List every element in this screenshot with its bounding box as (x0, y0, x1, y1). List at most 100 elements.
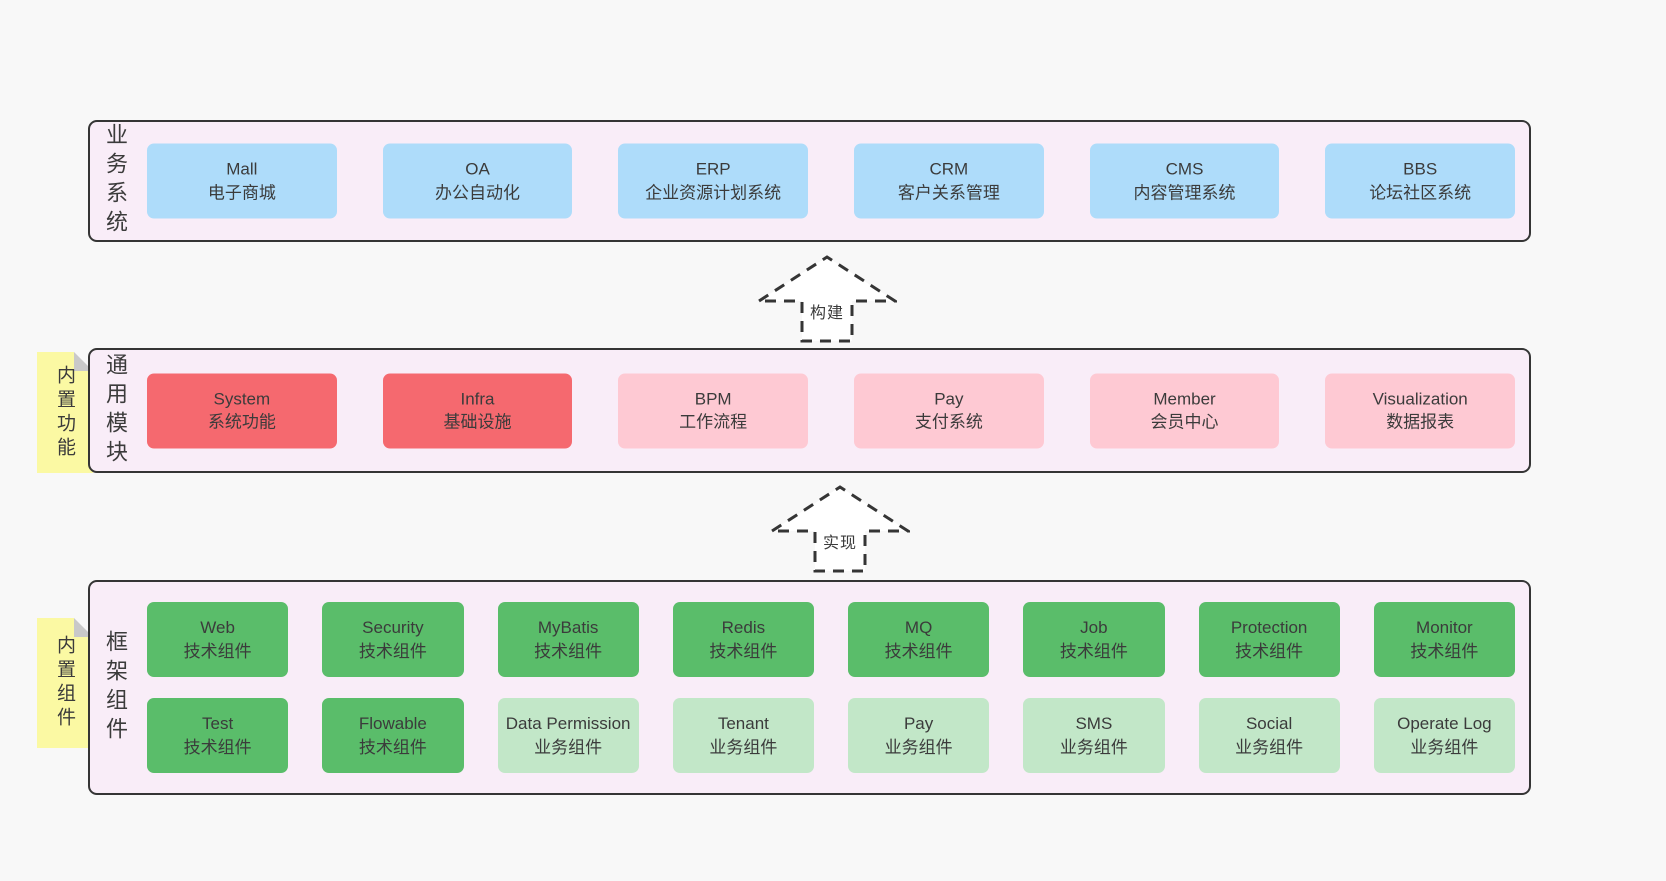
box-title: CRM (929, 159, 969, 179)
box-title: Member (1153, 389, 1216, 409)
arrow-build-label: 构建 (806, 298, 848, 324)
box-title: Infra (460, 389, 495, 409)
box-title: Pay (903, 714, 934, 734)
layer-business-systems: 业务系统 Mall 电子商城 OA 办公自动化 ERP 企业资源计划系统 CRM 客户关系管理… (88, 120, 1531, 242)
box-subtitle: 技术组件 (1059, 641, 1128, 661)
box-subtitle: 工作流程 (679, 412, 748, 432)
box-subtitle: 业务组件 (534, 737, 603, 757)
diagram-box-operate-log: Operate Log 业务组件 (1373, 698, 1515, 773)
box-subtitle: 业务组件 (1410, 737, 1479, 757)
layer-common-modules: 通用模块 System 系统功能 Infra 基础设施 BPM 工作流程 Pay 支付系统 Me… (88, 348, 1531, 473)
layer-label-common-modules: 通用模块 (103, 352, 128, 469)
box-subtitle: 论坛社区系统 (1369, 183, 1472, 202)
modules-box-row: System 系统功能 Infra 基础设施 BPM 工作流程 Pay 支付系统 Member 会… (147, 373, 1516, 448)
sticky-note-label: 内置组件 (54, 635, 75, 731)
diagram-box-pay: Pay 支付系统 (854, 373, 1044, 448)
diagram-box-bbs: BBS 论坛社区系统 (1325, 143, 1516, 219)
box-title: Data Permission (505, 714, 631, 734)
sticky-note-builtin-components: 内置组件 (37, 618, 93, 748)
diagram-box-member: Member 会员中心 (1089, 373, 1280, 448)
layer-label-business-systems: 业务系统 (103, 123, 128, 239)
box-subtitle: 业务组件 (884, 737, 953, 757)
box-title: Test (202, 714, 234, 734)
sticky-note-label: 内置功能 (54, 364, 75, 461)
diagram-box-mq: MQ 技术组件 (848, 602, 990, 677)
box-subtitle: 业务组件 (1059, 737, 1128, 757)
diagram-box-job: Job 技术组件 (1023, 602, 1165, 677)
diagram-box-mall: Mall 电子商城 (147, 143, 337, 219)
diagram-box-data-permission: Data Permission 业务组件 (497, 698, 639, 773)
diagram-box-bpm: BPM 工作流程 (618, 373, 809, 448)
box-title: Job (1080, 618, 1108, 638)
box-subtitle: 业务组件 (1235, 737, 1304, 757)
box-title: MyBatis (537, 618, 599, 638)
box-title: Redis (721, 618, 766, 638)
box-title: CMS (1165, 159, 1204, 179)
arrow-build: 构建 (757, 255, 897, 343)
diagram-box-test: Test 技术组件 (147, 698, 289, 773)
diagram-box-web: Web 技术组件 (147, 602, 289, 677)
diagram-box-erp: ERP 企业资源计划系统 (618, 143, 809, 219)
box-subtitle: 会员中心 (1150, 412, 1219, 432)
box-title: Mall (226, 159, 258, 179)
box-title: ERP (695, 159, 731, 179)
box-title: SMS (1075, 714, 1113, 734)
diagram-box-system: System 系统功能 (147, 373, 337, 448)
box-subtitle: 技术组件 (884, 641, 953, 661)
diagram-box-pay: Pay 业务组件 (848, 698, 990, 773)
box-title: Visualization (1372, 389, 1468, 409)
box-subtitle: 支付系统 (914, 412, 983, 432)
business-box-row: Mall 电子商城 OA 办公自动化 ERP 企业资源计划系统 CRM 客户关系管理 CMS 内容… (147, 143, 1516, 219)
box-subtitle: 技术组件 (183, 641, 252, 661)
layer-label-framework-components: 框架组件 (103, 629, 128, 746)
box-subtitle: 内容管理系统 (1133, 183, 1236, 202)
box-title: System (213, 389, 271, 409)
box-subtitle: 技术组件 (709, 641, 778, 661)
box-title: Social (1245, 714, 1293, 734)
box-title: Pay (934, 389, 964, 409)
box-subtitle: 技术组件 (1410, 641, 1479, 661)
box-subtitle: 技术组件 (358, 641, 427, 661)
box-subtitle: 办公自动化 (435, 183, 520, 202)
box-subtitle: 客户关系管理 (897, 183, 1000, 202)
diagram-box-social: Social 业务组件 (1198, 698, 1340, 773)
arrow-implement-label: 实现 (819, 528, 861, 554)
box-title: Operate Log (1397, 714, 1492, 734)
box-title: MQ (904, 618, 933, 638)
diagram-box-monitor: Monitor 技术组件 (1373, 602, 1515, 677)
arrow-implement: 实现 (770, 485, 910, 573)
box-title: Tenant (717, 714, 769, 734)
diagram-box-oa: OA 办公自动化 (382, 143, 573, 219)
box-title: Web (200, 618, 235, 638)
diagram-box-security: Security 技术组件 (322, 602, 464, 677)
box-title: OA (465, 159, 490, 179)
box-title: Monitor (1416, 618, 1473, 638)
diagram-box-cms: CMS 内容管理系统 (1089, 143, 1280, 219)
diagram-box-protection: Protection 技术组件 (1198, 602, 1340, 677)
sticky-note-builtin-features: 内置功能 (37, 352, 93, 473)
diagram-box-visualization: Visualization 数据报表 (1325, 373, 1516, 448)
box-title: BBS (1403, 159, 1438, 179)
box-subtitle: 基础设施 (443, 412, 512, 432)
box-subtitle: 业务组件 (709, 737, 778, 757)
box-subtitle: 技术组件 (1235, 641, 1304, 661)
box-title: BPM (694, 389, 732, 409)
box-subtitle: 数据报表 (1386, 412, 1455, 432)
box-title: Flowable (358, 714, 427, 734)
box-subtitle: 电子商城 (207, 183, 276, 202)
box-title: Security (362, 618, 424, 638)
box-subtitle: 系统功能 (207, 412, 276, 432)
diagram-box-redis: Redis 技术组件 (672, 602, 814, 677)
box-title: Protection (1230, 618, 1308, 638)
diagram-box-sms: SMS 业务组件 (1023, 698, 1165, 773)
box-subtitle: 技术组件 (183, 737, 252, 757)
box-subtitle: 企业资源计划系统 (645, 183, 782, 202)
diagram-box-infra: Infra 基础设施 (382, 373, 573, 448)
